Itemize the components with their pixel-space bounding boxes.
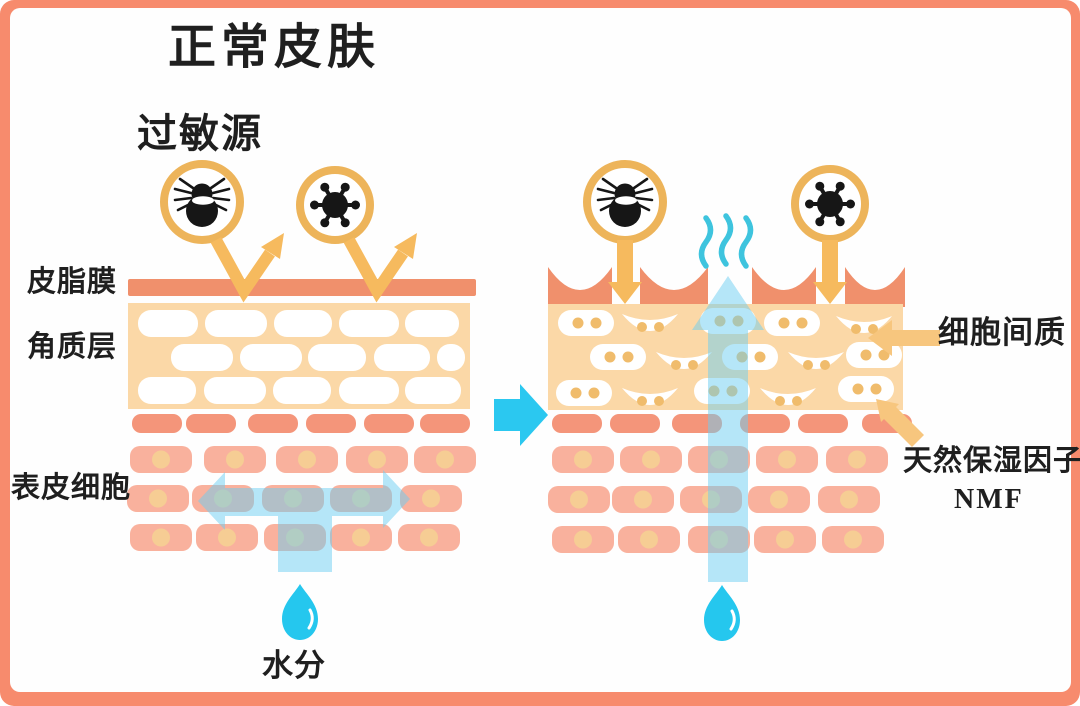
page-title: 正常皮肤	[168, 21, 381, 74]
mite-icon	[164, 164, 240, 240]
nmf-label-cn: 天然保湿因子	[903, 445, 1080, 477]
virus-icon	[300, 170, 370, 240]
water-drop-icon	[282, 584, 318, 640]
down-arrow-icon	[608, 240, 642, 304]
left-corneum-cells	[138, 310, 465, 404]
moisture-retention-arrow	[198, 470, 410, 572]
allergen-label: 过敏源	[137, 112, 263, 156]
matrix-callout-arrow-icon	[868, 320, 940, 356]
right-arrow-icon	[494, 384, 548, 446]
moisture-label: 水分	[262, 648, 326, 683]
virus-icon	[795, 169, 865, 239]
nmf-callout-arrow-icon	[876, 399, 924, 447]
evaporation-waves-icon	[698, 213, 754, 269]
left-skin-panel	[127, 164, 476, 640]
matrix-label: 细胞间质	[938, 315, 1066, 350]
down-arrow-icon	[813, 240, 847, 304]
nmf-label-en: NMF	[954, 484, 1024, 515]
sebum-film-label: 皮脂膜	[27, 266, 118, 298]
water-drop-icon	[704, 585, 740, 641]
right-skin-panel	[548, 164, 940, 641]
right-broken-sebum-film	[548, 267, 905, 307]
stratum-corneum-label: 角质层	[27, 331, 118, 363]
left-upper-cell-row	[132, 414, 470, 433]
left-sebum-film-layer	[128, 279, 476, 296]
mite-icon	[587, 164, 663, 240]
moisture-loss-arrow	[692, 276, 764, 582]
epidermal-cells-label: 表皮细胞	[11, 472, 132, 504]
